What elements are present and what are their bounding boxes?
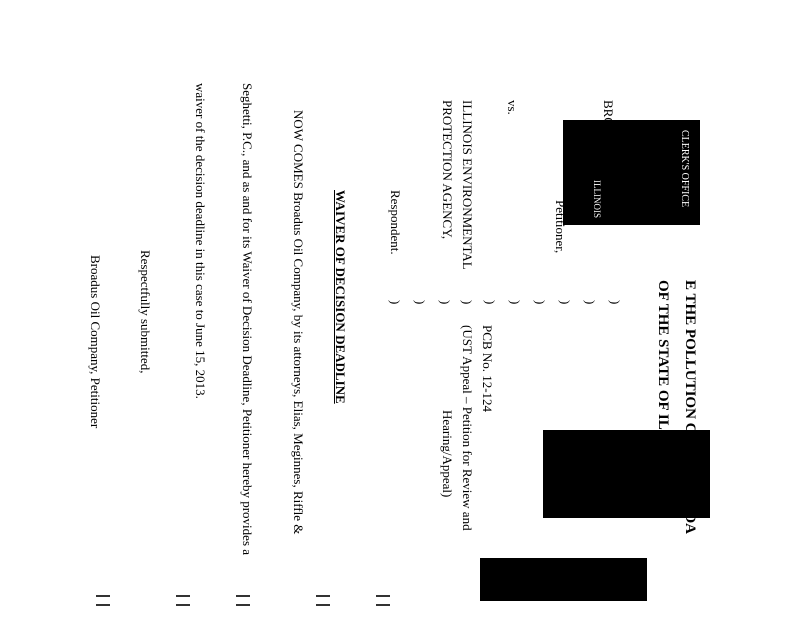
body-line-2: Seghetti, P.C., and as and for its Waive… [240,83,255,556]
petitioner-label: Petitioner, [553,200,568,254]
case-type-line-2: Hearing/Appeal) [440,410,455,498]
document-title: WAIVER OF DECISION DEADLINE [333,190,348,404]
paren: ) [583,300,598,305]
received-stamp: CLERK'S OFFICE ILLINOIS [563,120,700,225]
body-line-3: waiver of the decision deadline in this … [193,83,208,399]
paren: ) [608,300,623,305]
respondent-line-2: PROTECTION AGENCY, [440,100,455,240]
redaction-block [480,558,647,601]
scan-artifact [96,592,110,610]
closing-respectfully: Respectfully submitted, [138,250,153,374]
paren: ) [388,300,403,305]
paren: ) [413,300,428,305]
paren: ) [533,300,548,305]
respondent-line-1: ILLINOIS ENVIRONMENTAL [460,100,475,270]
case-number: PCB No. 12-124 [480,325,495,413]
paren: ) [508,300,523,305]
paren: ) [483,300,498,305]
scan-artifact [176,592,190,610]
body-line-1: NOW COMES Broadus Oil Company, by its at… [291,110,306,535]
respondent-label: Respondent. [388,190,403,255]
scan-artifact [376,592,390,610]
paren: ) [438,300,453,305]
redaction-block [543,430,710,518]
scan-artifact [316,592,330,610]
scan-artifact [236,592,250,610]
case-type-line-1: (UST Appeal – Petition for Review and [460,325,475,531]
paren: ) [460,300,475,305]
closing-signature: Broadus Oil Company, Petitioner [88,255,103,429]
vs-label: vs. [505,100,520,115]
paren: ) [558,300,573,305]
